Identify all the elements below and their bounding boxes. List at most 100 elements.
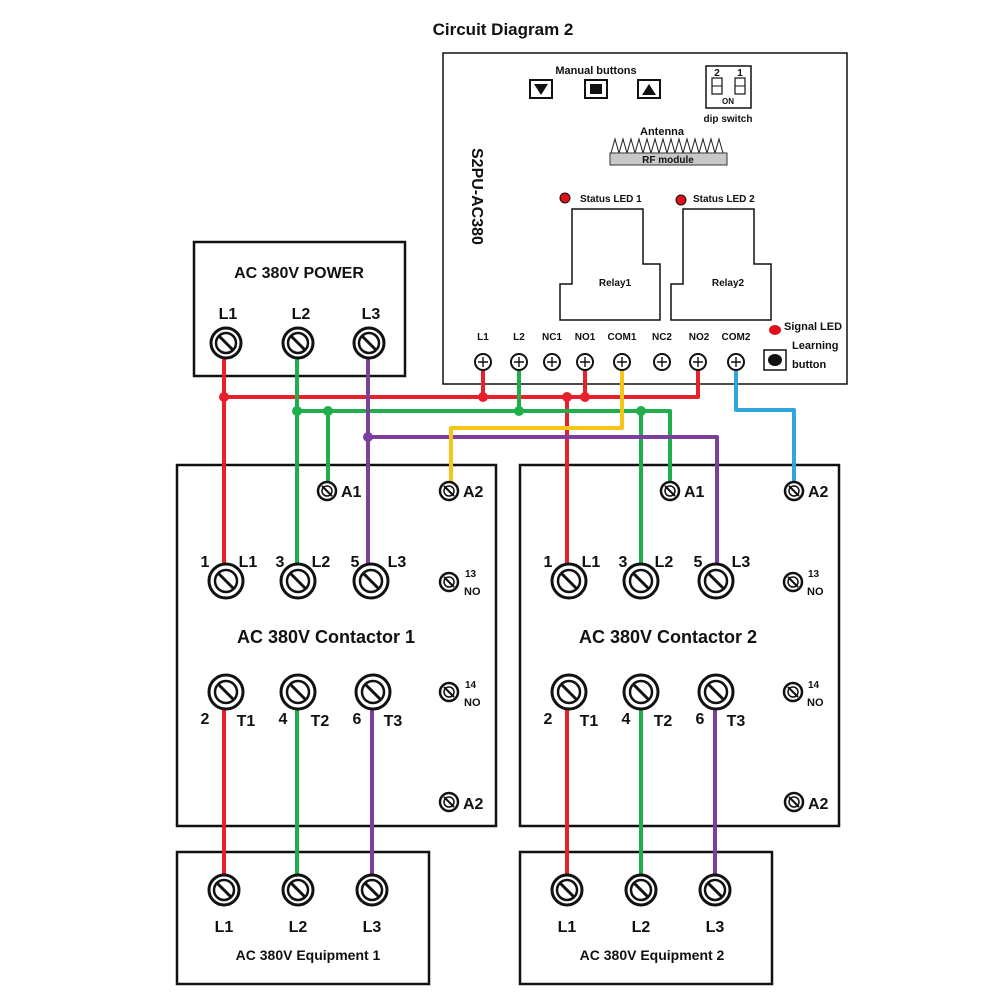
- c1-out-label-t3: T3: [384, 713, 403, 730]
- dip-number-2: 2: [714, 68, 720, 79]
- signal-led-label: Signal LED: [784, 321, 842, 333]
- c1-in-label-l3: L3: [388, 554, 407, 571]
- signal-led: [769, 325, 781, 335]
- c2-out-num-4: 4: [622, 711, 631, 728]
- c1-out-terminal-2: [207, 673, 245, 711]
- status-led-1-label: Status LED 1: [580, 194, 642, 205]
- wire-yellow-com1: [449, 360, 624, 493]
- manual-buttons-label: Manual buttons: [555, 65, 636, 77]
- c2-out-label-t2: T2: [654, 713, 673, 730]
- c1-out-label-t2: T2: [311, 713, 330, 730]
- ctrl-terminal-com2: [727, 353, 745, 371]
- c2-out-terminal-6: [697, 673, 735, 711]
- ctrl-terminal-l1: [474, 353, 492, 371]
- eq1-label-l2: L2: [289, 919, 308, 936]
- c2-out-num-2: 2: [544, 711, 553, 728]
- stop-square-icon: [590, 84, 602, 94]
- eq2-terminal-l1: [550, 873, 584, 907]
- dip-switch[interactable]: [705, 65, 752, 109]
- c2-in-label-l1: L1: [582, 554, 601, 571]
- c2-a2-top-terminal: [783, 480, 805, 502]
- c2-a1-terminal: [659, 480, 681, 502]
- c1-aux14-terminal: [438, 681, 460, 703]
- learning-button[interactable]: [763, 349, 787, 371]
- c1-in-terminal-5: [352, 562, 390, 600]
- c1-a2-top-terminal: [438, 480, 460, 502]
- c1-title: AC 380V Contactor 1: [237, 627, 415, 647]
- c1-aux14-num: 14: [465, 680, 477, 691]
- relay-2-label: Relay2: [712, 278, 745, 289]
- controller-terminals: [474, 353, 745, 371]
- c2-out-terminal-2: [550, 673, 588, 711]
- ctrl-terminal-label-no1: NO1: [575, 332, 596, 343]
- c1-a1-terminal: [316, 480, 338, 502]
- c1-out-num-4: 4: [279, 711, 288, 728]
- ctrl-terminal-label-nc1: NC1: [542, 332, 562, 343]
- c2-aux13-no: NO: [807, 586, 824, 598]
- c2-aux14-num: 14: [808, 680, 820, 691]
- c2-out-num-6: 6: [696, 711, 705, 728]
- wiring: [222, 342, 796, 891]
- ctrl-terminal-label-no2: NO2: [689, 332, 710, 343]
- c2-aux14-no: NO: [807, 697, 824, 709]
- power-label-l1: L1: [219, 306, 238, 323]
- ctrl-terminal-no2: [689, 353, 707, 371]
- contactor2-box: [518, 463, 841, 828]
- learning-button-label: button: [792, 359, 826, 371]
- down-arrow-icon: [534, 84, 548, 95]
- wire-blue-com2: [734, 360, 796, 493]
- eq1-label-l1: L1: [215, 919, 234, 936]
- c2-out-label-t3: T3: [727, 713, 746, 730]
- c1-in-label-l1: L1: [239, 554, 258, 571]
- status-led-2-label: Status LED 2: [693, 194, 755, 205]
- c2-in-terminal-5: [697, 562, 735, 600]
- eq1-terminal-l3: [355, 873, 389, 907]
- c2-aux14-terminal: [782, 681, 804, 703]
- relay-1-label: Relay1: [599, 278, 632, 289]
- manual-button-stop[interactable]: [584, 79, 608, 99]
- wire-red-power-l1: [222, 342, 700, 399]
- controller-box: [442, 52, 848, 385]
- ctrl-terminal-label-com2: COM2: [722, 332, 751, 343]
- c1-in-num-5: 5: [351, 554, 360, 571]
- c1-aux13-terminal: [438, 571, 460, 593]
- c1-a2-bottom-label: A2: [463, 796, 484, 813]
- c1-a1-label: A1: [341, 484, 362, 501]
- contactor1-box: [175, 463, 498, 828]
- c2-in-terminal-1: [550, 562, 588, 600]
- ctrl-terminal-l2: [510, 353, 528, 371]
- manual-button-down[interactable]: [529, 79, 553, 99]
- manual-button-up[interactable]: [637, 79, 661, 99]
- equipment1-box: [175, 850, 431, 986]
- dip-switch-label: dip switch: [704, 114, 753, 125]
- relay-2: [670, 208, 772, 321]
- c1-aux13-num: 13: [465, 569, 477, 580]
- eq2-label-l3: L3: [706, 919, 725, 936]
- eq1-terminal-l2: [281, 873, 315, 907]
- c1-aux13-no: NO: [464, 586, 481, 598]
- wire-junctions: [219, 392, 646, 442]
- c2-a2-bottom-label: A2: [808, 796, 829, 813]
- ctrl-terminal-label-nc2: NC2: [652, 332, 672, 343]
- controller-model: S2PU-AC380: [468, 148, 485, 245]
- power-terminal-l3: [352, 326, 386, 360]
- c1-a2-top-label: A2: [463, 484, 484, 501]
- c1-in-label-l2: L2: [312, 554, 331, 571]
- power-label-l2: L2: [292, 306, 311, 323]
- c2-title: AC 380V Contactor 2: [579, 627, 757, 647]
- c1-out-label-t1: T1: [237, 713, 256, 730]
- diagram-title: Circuit Diagram 2: [433, 20, 574, 39]
- dip-number-1: 1: [737, 68, 743, 79]
- ctrl-terminal-no1: [576, 353, 594, 371]
- c1-in-terminal-1: [207, 562, 245, 600]
- c2-a2-top-label: A2: [808, 484, 829, 501]
- c2-in-label-l3: L3: [732, 554, 751, 571]
- eq2-title: AC 380V Equipment 2: [580, 947, 725, 963]
- eq1-terminal-l1: [207, 873, 241, 907]
- power-terminal-l2: [281, 326, 315, 360]
- ctrl-terminal-label-l1: L1: [477, 332, 489, 343]
- eq2-terminal-l3: [698, 873, 732, 907]
- wire-purple-bus: [366, 342, 719, 582]
- c2-out-label-t1: T1: [580, 713, 599, 730]
- c1-aux14-no: NO: [464, 697, 481, 709]
